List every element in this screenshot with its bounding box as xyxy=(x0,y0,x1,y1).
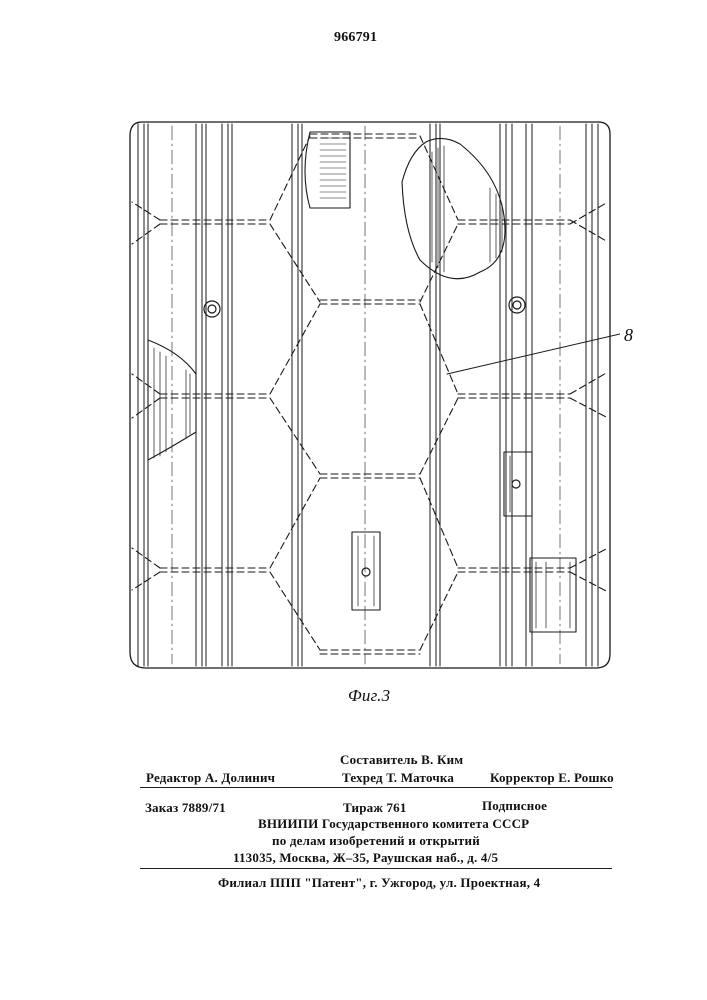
divider-top xyxy=(140,787,612,788)
branch-line: Филиал ППП "Патент", г. Ужгород, ул. Про… xyxy=(218,875,540,891)
circulation-line: Тираж 761 xyxy=(343,800,407,816)
divider-bottom xyxy=(140,868,612,869)
subscription-line: Подписное xyxy=(482,798,547,814)
org-line-3: 113035, Москва, Ж–35, Раушская наб., д. … xyxy=(233,850,498,866)
bolt-circles xyxy=(204,297,525,576)
vertical-channels xyxy=(138,124,598,666)
figure-caption: Фиг.3 xyxy=(348,686,390,706)
hexagon-network xyxy=(132,134,608,654)
figure-3-drawing xyxy=(120,112,620,672)
order-line: Заказ 7889/71 xyxy=(145,800,226,816)
editor-line: Редактор А. Долинич xyxy=(146,770,275,786)
org-line-1: ВНИИПИ Государственного комитета СССР xyxy=(258,816,529,832)
compiler-line: Составитель В. Ким xyxy=(340,752,463,768)
callout-label-8: 8 xyxy=(624,325,633,346)
patent-number: 966791 xyxy=(334,30,377,46)
corrector-line: Корректор Е. Рошко xyxy=(490,770,614,786)
techred-line: Техред Т. Маточка xyxy=(342,770,454,786)
org-line-2: по делам изобретений и открытий xyxy=(272,833,480,849)
callout-leader xyxy=(447,334,620,374)
